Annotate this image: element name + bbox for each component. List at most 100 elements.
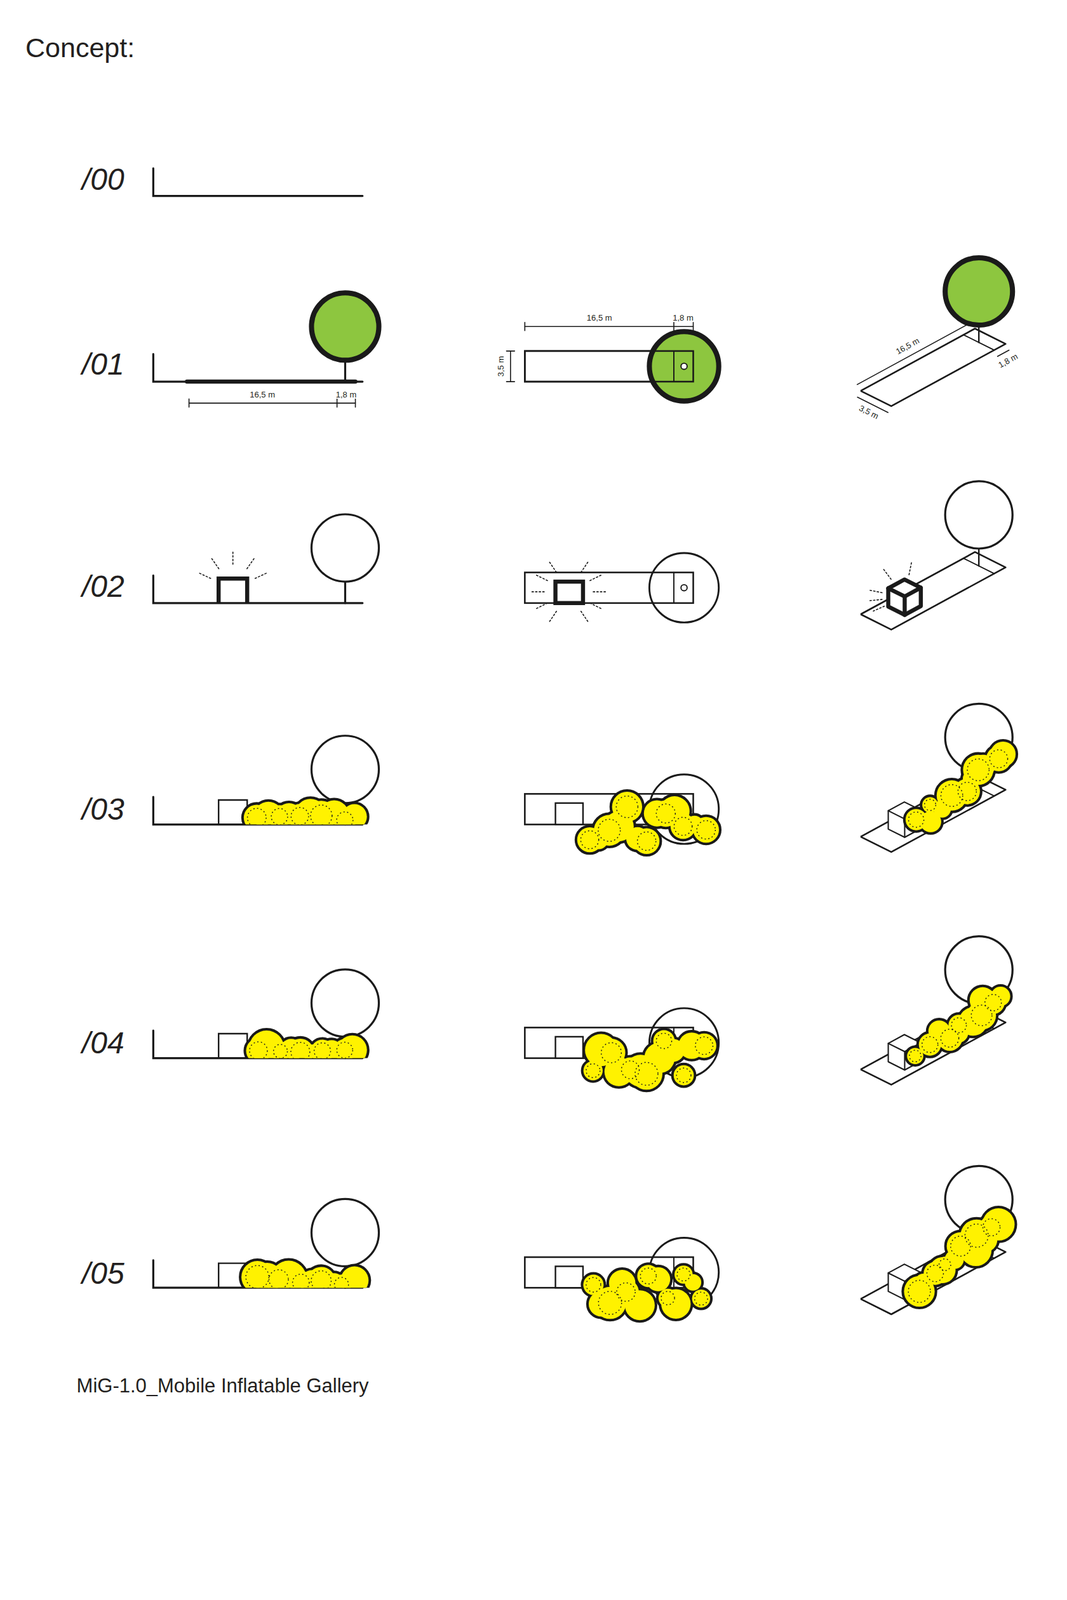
step-number: /01	[81, 348, 125, 382]
dimension-tick	[336, 398, 338, 408]
balloon-seam	[635, 1062, 658, 1086]
tree-trunk	[344, 360, 347, 382]
dimension-line	[510, 351, 512, 382]
light-ray	[535, 574, 548, 582]
balloon	[661, 1289, 691, 1320]
inflatable-cluster	[903, 1208, 1015, 1308]
tree-crown-plan	[649, 553, 719, 623]
balloon-seam	[637, 832, 657, 851]
balloon-seam	[586, 1063, 601, 1078]
balloon-seam	[640, 1268, 657, 1285]
balloon-seam	[926, 1265, 944, 1283]
ground-line	[153, 168, 363, 196]
light-ray	[581, 562, 589, 573]
balloon-seam	[336, 812, 354, 826]
balloon	[337, 1035, 368, 1059]
balloon-seam	[908, 812, 925, 828]
balloon-seam	[673, 817, 692, 836]
inflatable-cluster	[241, 1261, 369, 1289]
light-ray	[908, 562, 912, 575]
light-ray	[247, 558, 255, 570]
balloon-outline	[624, 1290, 655, 1321]
balloon-seam	[951, 1018, 967, 1034]
dimension-label: 16,5 m	[585, 313, 614, 322]
dimension-tick	[506, 350, 515, 352]
tree-crown-plan	[649, 331, 719, 401]
gallery-box-plan	[555, 581, 584, 604]
balloon-seam	[249, 1042, 268, 1059]
balloon	[990, 741, 1016, 768]
gallery-box-plan	[555, 1037, 584, 1059]
balloon-seam	[939, 1259, 951, 1271]
step-number: /03	[81, 792, 125, 827]
light-ray	[529, 591, 545, 593]
diagram-title: Concept:	[25, 33, 135, 63]
balloon-seam	[311, 1270, 331, 1289]
balloon-seam	[598, 1291, 622, 1315]
light-ray	[549, 562, 557, 573]
balloon-seam	[580, 830, 599, 849]
gallery-platform	[186, 379, 356, 384]
inflatable-cluster	[906, 986, 1010, 1065]
gallery-cube-edge	[902, 596, 907, 615]
balloon-outline	[673, 1065, 695, 1087]
balloon-seam	[273, 1044, 288, 1059]
tree-trunk-plan	[680, 584, 688, 592]
balloon-seam	[696, 820, 716, 839]
balloon	[612, 791, 643, 822]
dimension-label: 1,8 m	[995, 351, 1021, 370]
balloon-seam	[268, 1270, 289, 1289]
dimension-label: 3,5 m	[856, 403, 881, 422]
balloon	[691, 1033, 716, 1059]
dimension-line	[337, 402, 356, 404]
tree-crown	[945, 257, 1013, 326]
light-ray	[199, 573, 211, 579]
balloon-seam	[971, 1005, 993, 1027]
balloon-seam	[314, 1042, 331, 1059]
balloon-seam	[695, 1037, 714, 1055]
light-ray	[232, 551, 234, 564]
balloon	[340, 1267, 369, 1289]
balloon-seam	[247, 808, 267, 825]
balloon-seam	[598, 819, 621, 842]
balloon-seam	[621, 1061, 639, 1080]
light-ray	[535, 603, 548, 610]
inflatable-cluster	[245, 1030, 367, 1059]
balloon-outline	[633, 828, 660, 855]
inflatable-cluster	[583, 1265, 711, 1321]
balloon-seam	[676, 1068, 692, 1083]
light-ray	[590, 574, 603, 582]
balloon-outline	[982, 1208, 1015, 1242]
balloon-seam	[245, 1265, 269, 1289]
balloon-seam	[334, 1277, 349, 1289]
balloon-seam	[656, 804, 676, 824]
balloon	[645, 1267, 671, 1292]
light-ray	[873, 606, 885, 612]
balloon-seam	[940, 1029, 959, 1048]
balloon-seam	[336, 1042, 353, 1059]
dimension-tick	[692, 322, 695, 331]
light-ray	[870, 599, 883, 601]
inflatable-cluster	[905, 741, 1016, 833]
dimension-label: 1,8 m	[334, 389, 359, 399]
balloon	[684, 1274, 702, 1292]
light-ray	[549, 611, 557, 623]
balloon	[633, 828, 660, 855]
step-number: /02	[81, 570, 125, 604]
dimension-line	[857, 322, 972, 385]
platform-division	[673, 351, 675, 382]
platform-division	[673, 572, 675, 604]
balloon-seam	[616, 1282, 636, 1302]
balloon-seam	[694, 1292, 708, 1306]
dimension-line	[189, 402, 338, 404]
balloon-seam	[677, 1268, 691, 1282]
inflatable-cluster	[243, 798, 368, 825]
balloon-seam	[290, 1042, 310, 1059]
light-ray	[883, 569, 892, 580]
gallery-strip	[860, 328, 1006, 407]
balloon-seam	[292, 1274, 310, 1289]
light-ray	[581, 611, 589, 623]
tree-crown	[311, 1199, 379, 1267]
diagram-caption: MiG-1.0_Mobile Inflatable Gallery	[76, 1375, 370, 1398]
balloon-seam	[983, 1218, 1001, 1236]
